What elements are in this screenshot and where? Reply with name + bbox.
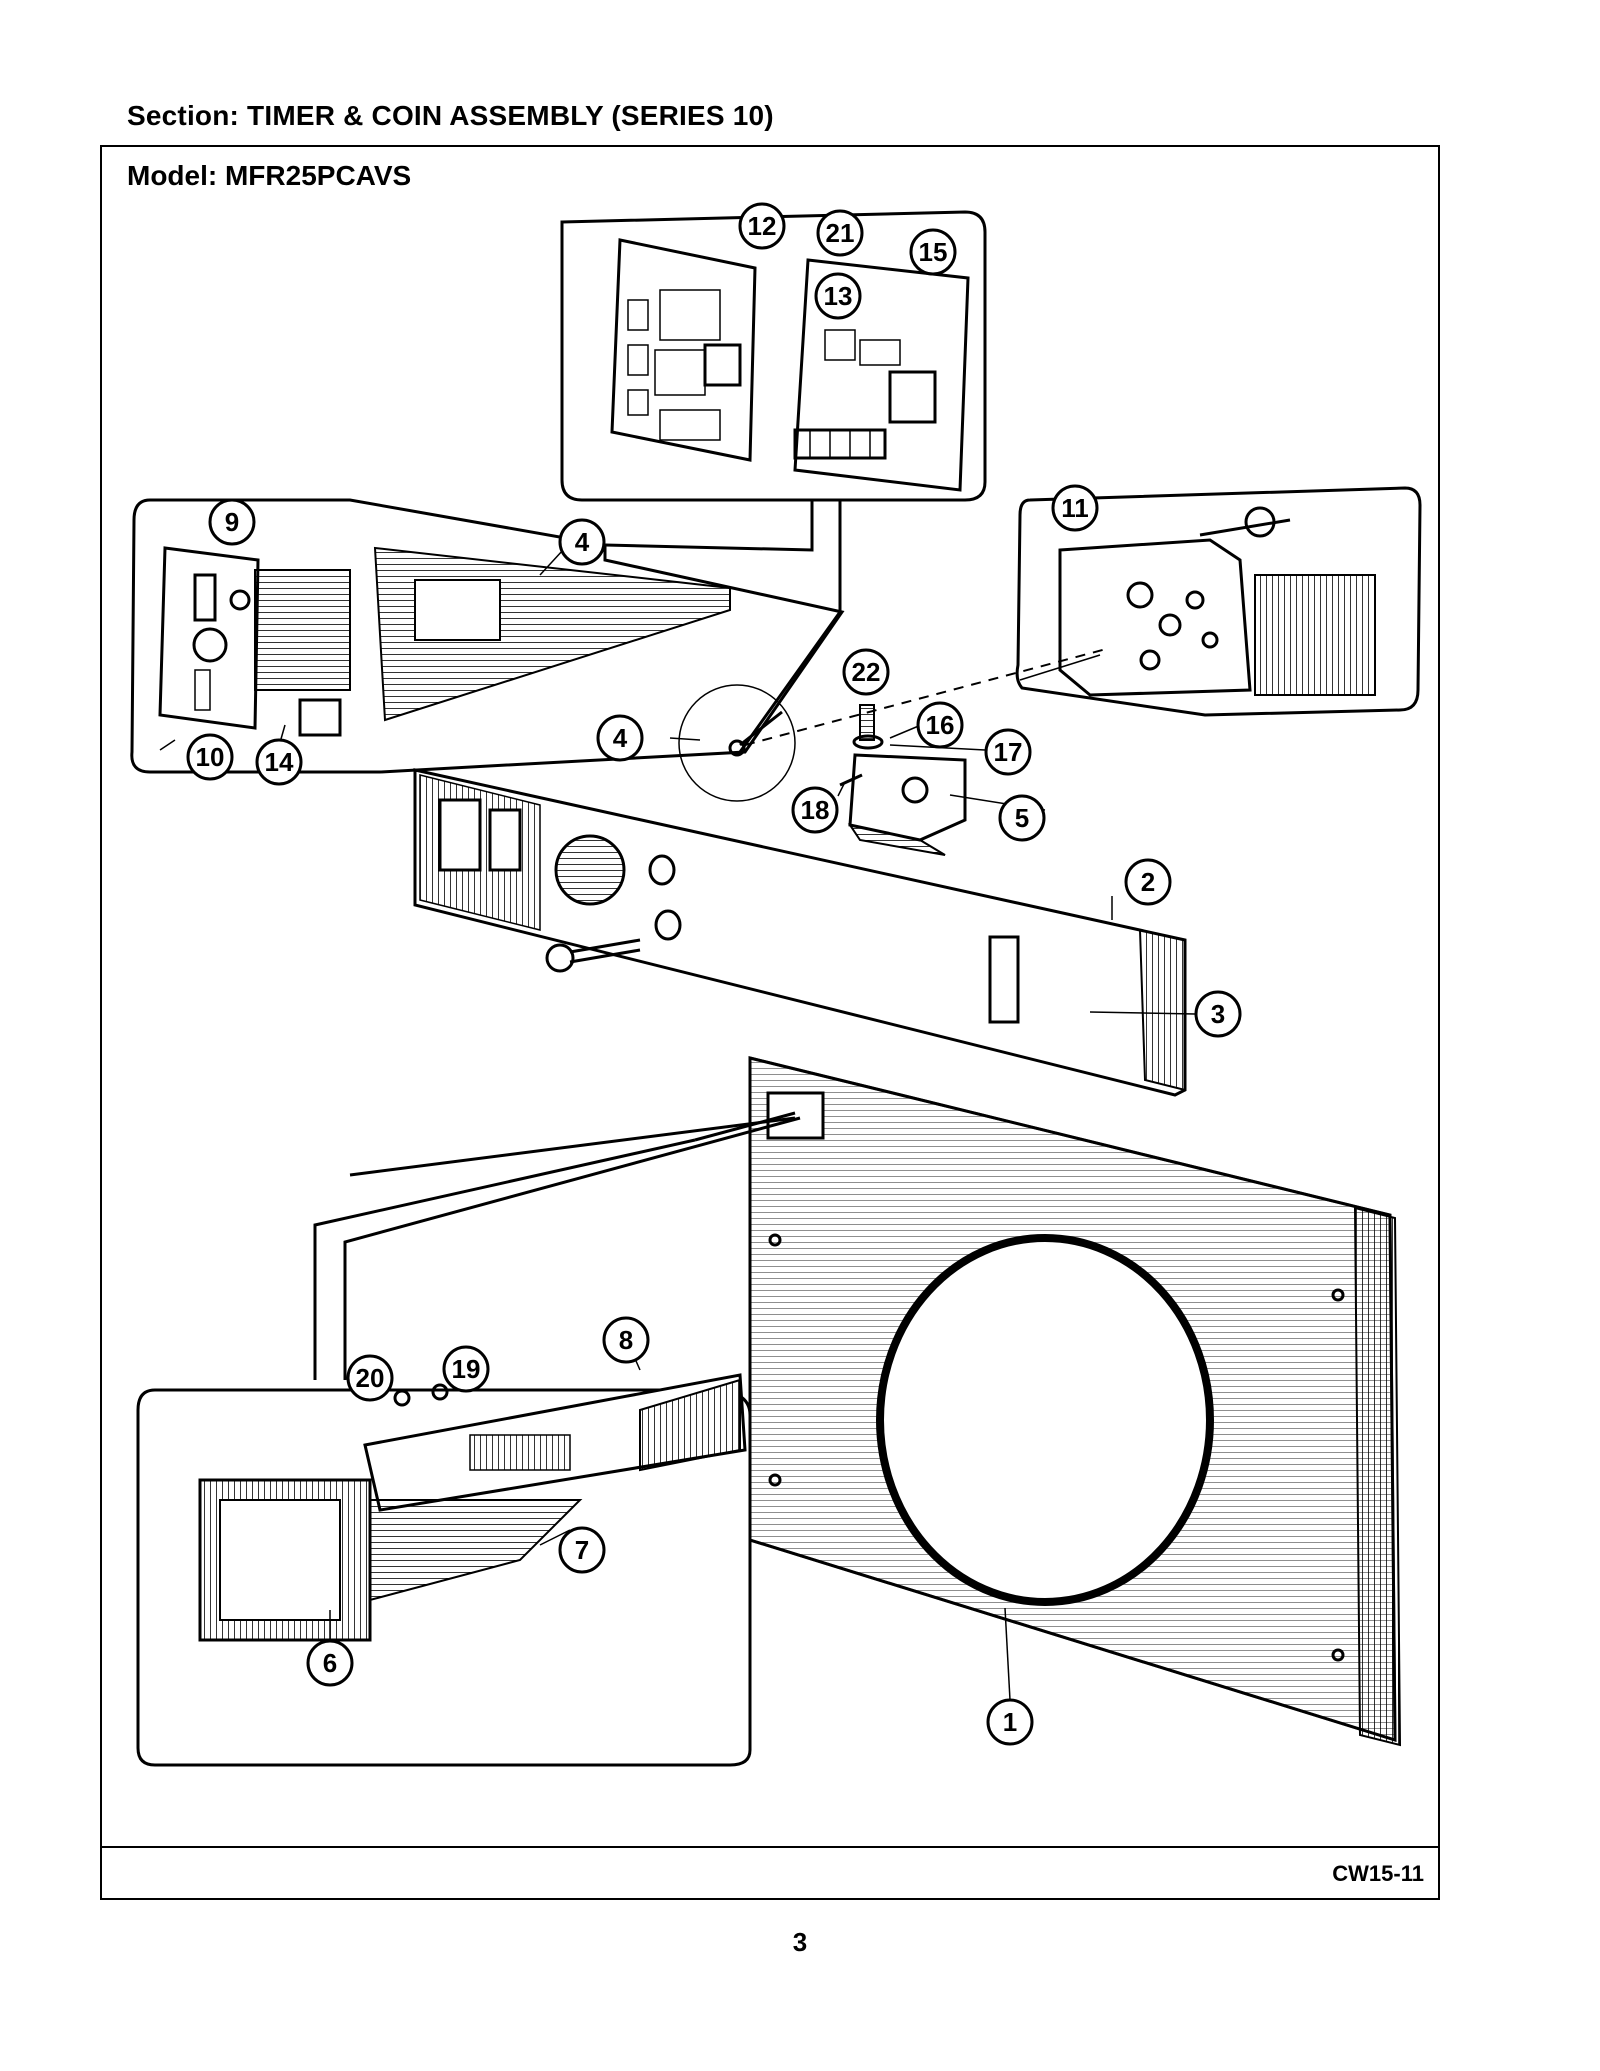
callout-10: 10: [186, 733, 234, 781]
svg-text:3: 3: [1211, 999, 1225, 1029]
svg-text:16: 16: [926, 710, 955, 740]
svg-text:7: 7: [575, 1535, 589, 1565]
svg-text:5: 5: [1015, 803, 1029, 833]
section-title: Section: TIMER & COIN ASSEMBLY (SERIES 1…: [127, 100, 774, 131]
callout-16: 16: [916, 701, 964, 749]
callout-20: 20: [346, 1354, 394, 1402]
svg-text:18: 18: [801, 795, 830, 825]
svg-text:19: 19: [452, 1354, 481, 1384]
coin-mechanism-inset: [130, 498, 845, 774]
page-number: 3: [792, 1927, 808, 1957]
callout-8: 8: [602, 1316, 650, 1364]
circuit-board-inset: [560, 210, 987, 753]
callout-7: 7: [558, 1526, 606, 1574]
svg-text:10: 10: [196, 742, 225, 772]
callout-22: 22: [842, 648, 890, 696]
svg-text:4: 4: [613, 723, 628, 753]
svg-text:11: 11: [1061, 493, 1089, 523]
callout-9: 9: [208, 498, 256, 546]
svg-text:6: 6: [323, 1648, 337, 1678]
callout-13: 13: [814, 272, 862, 320]
callout-21: 21: [816, 209, 864, 257]
callout-17: 17: [984, 728, 1032, 776]
callout-3: 3: [1194, 990, 1242, 1038]
diagram-code: CW15-11: [1332, 1861, 1424, 1886]
svg-text:17: 17: [994, 737, 1023, 767]
svg-text:12: 12: [748, 211, 777, 241]
svg-text:22: 22: [852, 657, 881, 687]
callout-15: 15: [909, 228, 957, 276]
callout-14: 14: [255, 738, 303, 786]
svg-text:21: 21: [826, 218, 855, 248]
timer-bracket: [839, 704, 967, 856]
callout-4-dial: 4: [596, 714, 644, 762]
callout-4-coin-panel: 4: [558, 518, 606, 566]
model-title: Model: MFR25PCAVS: [127, 160, 412, 191]
svg-text:15: 15: [919, 237, 948, 267]
svg-text:9: 9: [225, 507, 239, 537]
callout-19: 19: [442, 1345, 490, 1393]
svg-text:8: 8: [619, 1325, 633, 1355]
callout-11: 11: [1051, 484, 1099, 532]
svg-text:2: 2: [1141, 867, 1155, 897]
callout-2: 2: [1124, 858, 1172, 906]
front-panel: [349, 1056, 1402, 1747]
callout-12: 12: [738, 202, 786, 250]
callout-1: 1: [986, 1698, 1034, 1746]
diagram-frame: [100, 145, 1440, 1900]
svg-text:1: 1: [1003, 1707, 1017, 1737]
callout-6: 6: [306, 1639, 354, 1687]
svg-text:14: 14: [265, 747, 294, 777]
svg-text:13: 13: [824, 281, 853, 311]
control-panel: [413, 768, 1187, 1097]
callout-5: 5: [998, 794, 1046, 842]
coin-box-inset: [136, 1116, 801, 1767]
callout-18: 18: [791, 786, 839, 834]
svg-text:4: 4: [575, 527, 590, 557]
timer-dial: [678, 647, 1111, 802]
footer-divider: [100, 1846, 1440, 1848]
timer-inset: [1015, 486, 1422, 717]
svg-text:20: 20: [356, 1363, 385, 1393]
